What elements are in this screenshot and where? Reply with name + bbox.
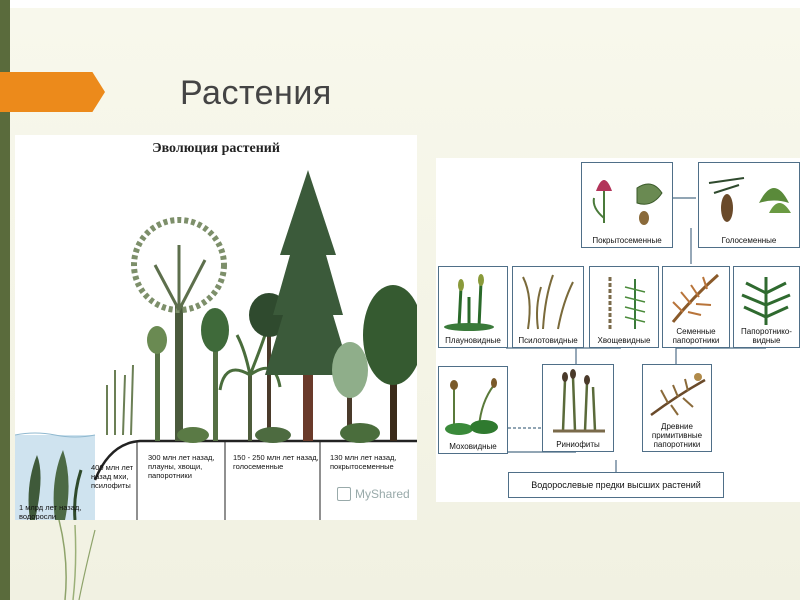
node-ancient-ferns: Древние примитивные папоротники <box>642 364 712 452</box>
myshared-logo-icon <box>337 487 351 501</box>
label-lycopsids: Плауновидные <box>445 336 501 345</box>
node-bryophytes: Моховидные <box>438 366 508 454</box>
node-seed-ferns: Семенные папоротники <box>662 266 730 348</box>
label-ancient-ferns: Древние примитивные папоротники <box>651 422 703 449</box>
label-psilotopsids: Псилотовидные <box>518 336 578 345</box>
label-gymnosperms: Голосеменные <box>721 236 777 245</box>
ancient-fern-icon <box>650 373 706 417</box>
era-label: 400 млн лет назад мхи, псилофиты <box>91 463 134 490</box>
era-label: 300 млн лет назад, плауны, хвощи, папоро… <box>148 453 215 480</box>
slide-title: Растения <box>180 74 332 112</box>
label-seed-ferns: Семенные папоротники <box>672 327 720 345</box>
evolution-title: Эволюция растений <box>152 141 280 156</box>
label-bryophytes: Моховидные <box>449 442 497 451</box>
watermark: MyShared <box>337 487 410 501</box>
label-horsetails: Хвощевидные <box>597 336 651 345</box>
node-psilotopsids: Псилотовидные <box>512 266 584 348</box>
evolution-drawing <box>15 170 417 520</box>
psilotum-icon <box>522 274 574 330</box>
evolution-illustration: Эволюция растений 1 млрд лет назад, водо… <box>15 135 417 520</box>
node-horsetails: Хвощевидные <box>589 266 659 348</box>
era-label: 150 - 250 млн лет назад, голосеменные <box>233 453 319 471</box>
node-rhyniophytes: Риниофиты <box>542 364 614 452</box>
node-ferns: Папоротнико-видные <box>733 266 800 348</box>
fern-icon <box>741 277 791 325</box>
club-moss-icon <box>444 274 494 331</box>
title-arrow-tab <box>0 72 105 112</box>
node-angiosperms: Покрытосеменные <box>581 162 673 248</box>
label-rhyniophytes: Риниофиты <box>556 440 600 449</box>
watermark-text: MyShared <box>355 487 410 501</box>
rhynia-icon <box>553 369 605 433</box>
moss-icon <box>445 378 498 435</box>
grass-decoration <box>58 520 96 600</box>
label-angiosperms: Покрытосеменные <box>592 236 662 245</box>
tulip-oak-icon <box>592 180 663 225</box>
pine-ginkgo-icon <box>708 177 791 222</box>
label-ferns: Папоротнико-видные <box>741 327 792 345</box>
seed-fern-icon <box>671 273 719 323</box>
era-label: 130 млн лет назад, покрытосеменные <box>330 453 397 471</box>
phylogenetic-tree: Покрытосеменные Голосеменные Плауновидны… <box>436 158 800 502</box>
node-algae-ancestors: Водорослевые предки высших растений <box>508 472 724 498</box>
horsetail-icon <box>608 275 646 329</box>
node-gymnosperms: Голосеменные <box>698 162 800 248</box>
era-label: 1 млрд лет назад, водоросли <box>19 503 82 520</box>
node-lycopsids: Плауновидные <box>438 266 508 348</box>
left-accent-bar <box>0 0 10 600</box>
top-border <box>10 0 800 8</box>
